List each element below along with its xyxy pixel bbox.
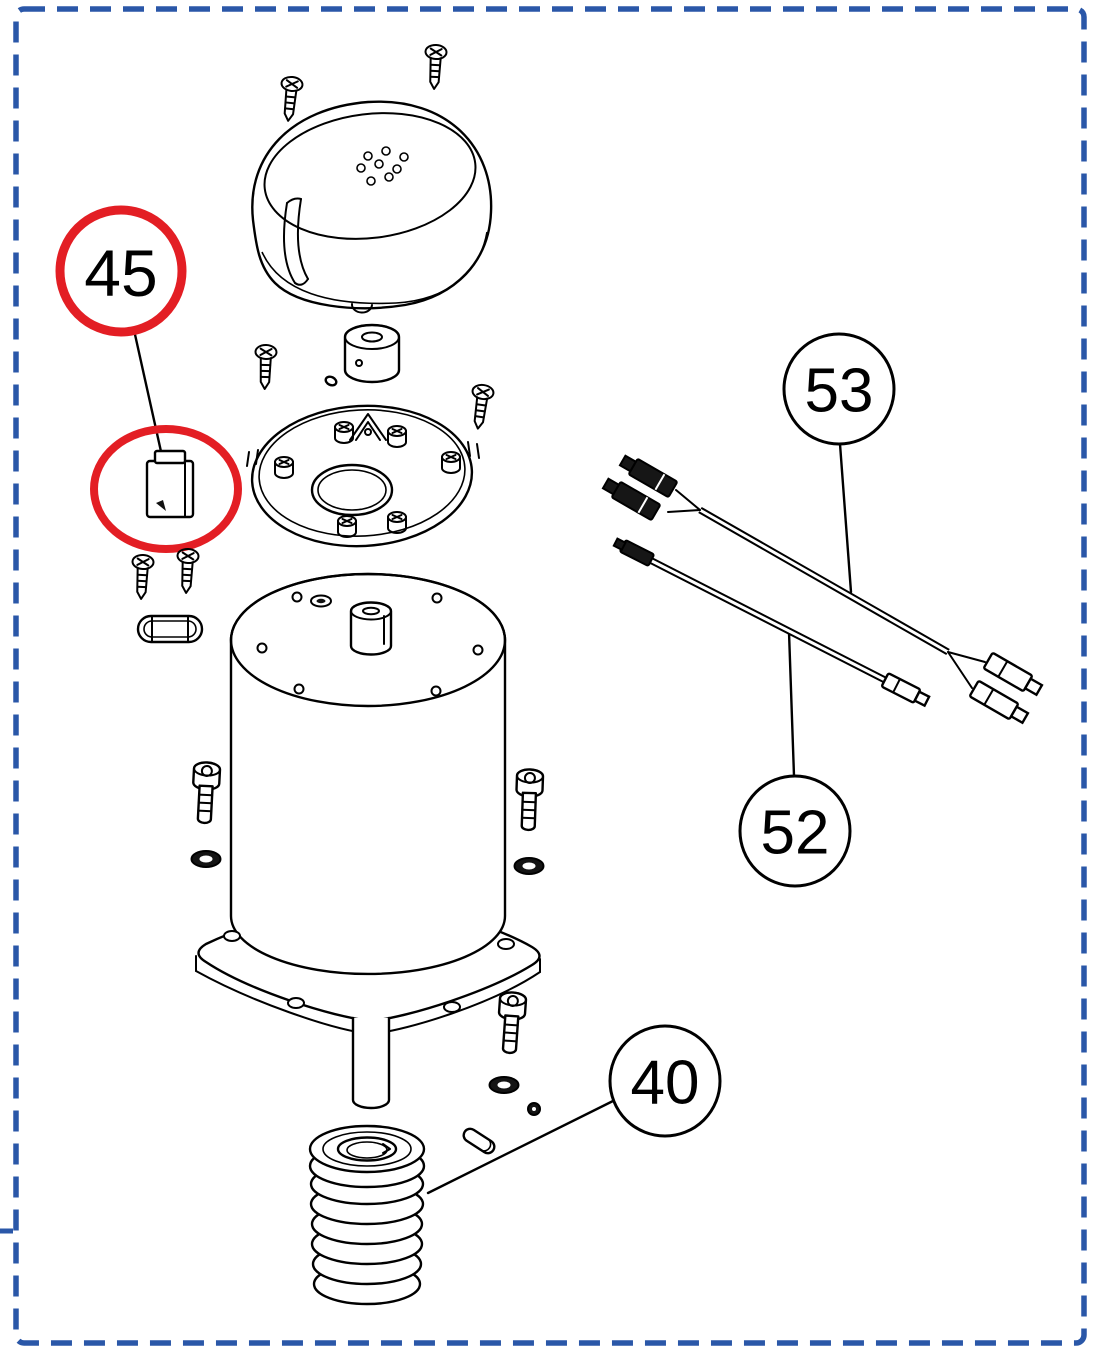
worm-gear-bore [336, 1136, 398, 1162]
callout-40: 40 [608, 1024, 722, 1138]
screw-top-left [276, 74, 305, 123]
washer-bottom [488, 1076, 520, 1094]
motor-top-holes [256, 591, 484, 697]
page-border [13, 6, 1087, 1346]
leader-line-40 [426, 1098, 617, 1195]
bolt-left [189, 760, 222, 825]
cable-52-connector-right [881, 672, 931, 708]
cable-52-connector-left [612, 537, 655, 567]
callout-53: 53 [782, 332, 896, 446]
end-cap [251, 100, 493, 314]
end-cap-notch [351, 303, 373, 314]
screw-lower-left-1 [129, 553, 155, 601]
coupler [343, 323, 401, 384]
callout-52-label: 52 [761, 799, 830, 868]
bolt-right [513, 767, 545, 832]
leader-line-52 [787, 630, 796, 778]
screw-top-right [422, 43, 448, 91]
cable-53 [600, 451, 1045, 727]
pin-small [324, 375, 338, 387]
roll-pin [462, 1127, 496, 1155]
motor-shaft-bottom [351, 1016, 391, 1110]
highlight-ellipse-45 [90, 425, 242, 553]
motor-body [229, 572, 507, 976]
leader-line-45 [132, 328, 164, 458]
cable-52 [612, 537, 931, 708]
mounting-plate-holes [223, 930, 515, 1013]
callout-45-label: 45 [84, 236, 157, 310]
screw-lower-left-2 [174, 547, 200, 595]
callout-53-label: 53 [805, 357, 874, 426]
motor-shaft-top [349, 601, 393, 656]
end-cap-vent-slot [283, 197, 309, 286]
bolt-bottom [495, 990, 528, 1055]
brush-plate [246, 404, 480, 548]
worm-gear [308, 1124, 426, 1306]
clamp-bracket [136, 614, 204, 644]
washer-right [513, 857, 545, 875]
brush-plate-center-hole [310, 463, 394, 517]
screw-coupler-left [253, 343, 278, 391]
brush-bracket [349, 413, 387, 441]
part-45-mark [156, 500, 166, 511]
washer-left [190, 850, 222, 868]
motor-vent-hole [310, 594, 332, 608]
ball-bearing [527, 1102, 541, 1116]
callout-40-label: 40 [631, 1049, 700, 1118]
leader-line-53 [838, 442, 853, 594]
screw-plate-right [466, 382, 496, 432]
part-45-component [145, 449, 195, 519]
end-cap-hole-pattern [356, 146, 409, 186]
callout-45: 45 [55, 205, 187, 337]
callout-52: 52 [738, 774, 852, 888]
